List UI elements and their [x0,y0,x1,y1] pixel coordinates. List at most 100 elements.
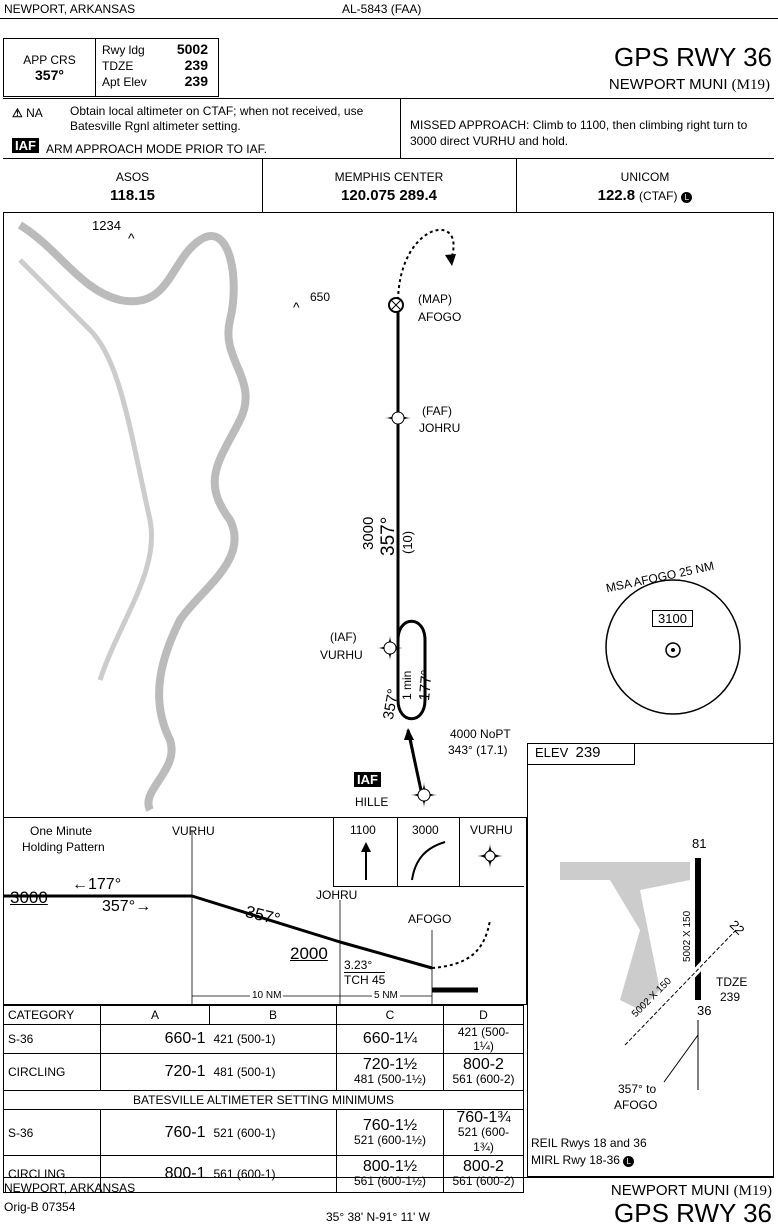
hille-iaf-badge: IAF [354,772,381,787]
peak-650-icon: ^ [293,299,300,315]
profile-view [3,817,527,1005]
minimums-table: CATEGORY A B C D S-36 660-1 421 (500-1) … [3,1005,524,1193]
batesville-row: BATESVILLE ALTIMETER SETTING MINIMUMS [3,1090,524,1110]
elev-1234: 1234 [92,218,121,233]
profile-alt-3000: 3000 [10,888,48,907]
airport-diagram [527,743,774,1177]
comm-asos-freq: 118.15 [109,187,156,204]
missed-approach-path [397,228,455,301]
hille-fix-symbol [411,782,437,808]
mirl-text: MIRL Rwy 18-36 [531,1153,620,1167]
missed-approach-note: MISSED APPROACH: Climb to 1100, then cli… [410,118,748,148]
missed-icon-boxes [333,817,524,887]
app-crs-label: APP CRS [23,53,76,67]
hold-time: 1 min [400,670,414,700]
pilot-controlled-lighting-icon: L [623,1156,635,1167]
header-b: B [209,1005,337,1025]
rwy-18-36-dims: 5002 X 150 [682,910,693,962]
missed-box-1100: 1100 [350,823,376,837]
header-a: A [100,1005,210,1025]
comm-unicom-name: UNICOM [620,170,670,184]
comm-center-name: MEMPHIS CENTER [334,170,444,184]
river [17,221,250,812]
footer-airport-text: NEWPORT MUNI [610,1182,730,1199]
procedure-title: GPS RWY 36 [614,42,772,72]
plan-course-357: 357° [378,516,399,556]
footer-coords: 35° 38' N-91° 11' W [326,1210,431,1224]
profile-inbound: 357°→ [102,898,152,915]
row-ab-sub: 421 (500-1) [209,1024,337,1054]
unicom-freq-value: 122.8 [597,187,636,204]
holding-pattern [396,619,427,721]
afogo-pointer [663,1034,699,1083]
comms-divider-2 [516,158,517,212]
elev-box: ELEV 239 [527,743,635,765]
missed-arrowhead [445,254,456,266]
peak-1234-icon: ^ [128,230,135,246]
header-d: D [443,1005,524,1025]
row-ab-main: 660-1 [100,1024,210,1054]
iaf-badge: IAF [12,138,39,153]
row-d-main: 800-2 [463,1056,504,1073]
profile-vurhu-label: VURHU [172,824,215,838]
msa-altitude: 3100 [652,610,693,627]
footer-orig: Orig-B 07354 [4,1200,76,1214]
header-category: CATEGORY [3,1005,101,1025]
faf-fix-symbol [385,405,411,431]
row-category: S-36 [3,1109,101,1156]
row-ab-sub: 561 (600-1) [209,1155,337,1193]
elev-650: 650 [310,290,331,304]
airport-name-text: NEWPORT MUNI [608,76,728,93]
taxiway-area [560,862,690,1010]
one-minute-label: One Minute [30,824,93,838]
box-1100-arrowhead [361,842,371,852]
header-location: NEWPORT, ARKANSAS [4,2,136,16]
batesville-label: BATESVILLE ALTIMETER SETTING MINIMUMS [3,1090,524,1110]
nopt-course: 343° (17.1) [448,743,508,757]
comm-unicom-freq: 122.8 (CTAF) L [516,187,774,204]
johru-label: JOHRU [419,421,461,435]
reil-note: REIL Rwys 18 and 36 [531,1136,647,1150]
row-d-main: 760-1¾ [456,1109,511,1126]
profile-alt-2000: 2000 [290,944,328,963]
row-c-main: 720-1½ [362,1056,418,1073]
row-c-main: 660-1¼ [336,1024,444,1054]
river-branch [18,258,154,681]
row-ab-main: 800-1 [100,1155,210,1193]
diagram-tdze-label: TDZE [716,975,748,989]
inbound-arrowhead [404,728,414,740]
profile-descent-2 [339,940,433,970]
row-category: S-36 [3,1024,101,1054]
iaf-fix-symbol [377,635,403,661]
doc-id: AL-5843 (FAA) [342,2,422,16]
profile-missed-path [431,919,491,969]
comms-rule-bottom [3,212,774,213]
diagram-tdze-value: 239 [720,990,741,1004]
plan-alt-3000: 3000 [360,516,377,550]
iaf-label: (IAF) [330,630,357,644]
hold-outbound-course: 177° [416,669,436,702]
warning-icon: ⚠ [12,106,23,120]
rwy-data-box: Rwy ldg 5002 TDZE 239 Apt Elev 239 [95,38,219,97]
row-c-sub: 481 (500-1½) [353,1072,427,1086]
to-afogo-label-2: AFOGO [614,1098,658,1112]
plan-view [3,212,774,817]
faf-label: (FAF) [422,404,452,418]
header-c: C [336,1005,444,1025]
elev-label: ELEV [535,745,569,760]
runway-4-22-outline [624,929,737,1046]
row-c-main: 800-1½ [362,1158,418,1175]
map-fix-symbol [388,297,404,313]
holding-pattern-label: Holding Pattern [22,840,105,854]
comm-asos-name: ASOS [115,170,150,184]
comms-divider-1 [262,158,263,212]
tch-label: TCH 45 [344,972,386,987]
profile-afogo-label: AFOGO [408,912,452,926]
row-d-sub: 521 (600-1¾) [457,1125,510,1154]
